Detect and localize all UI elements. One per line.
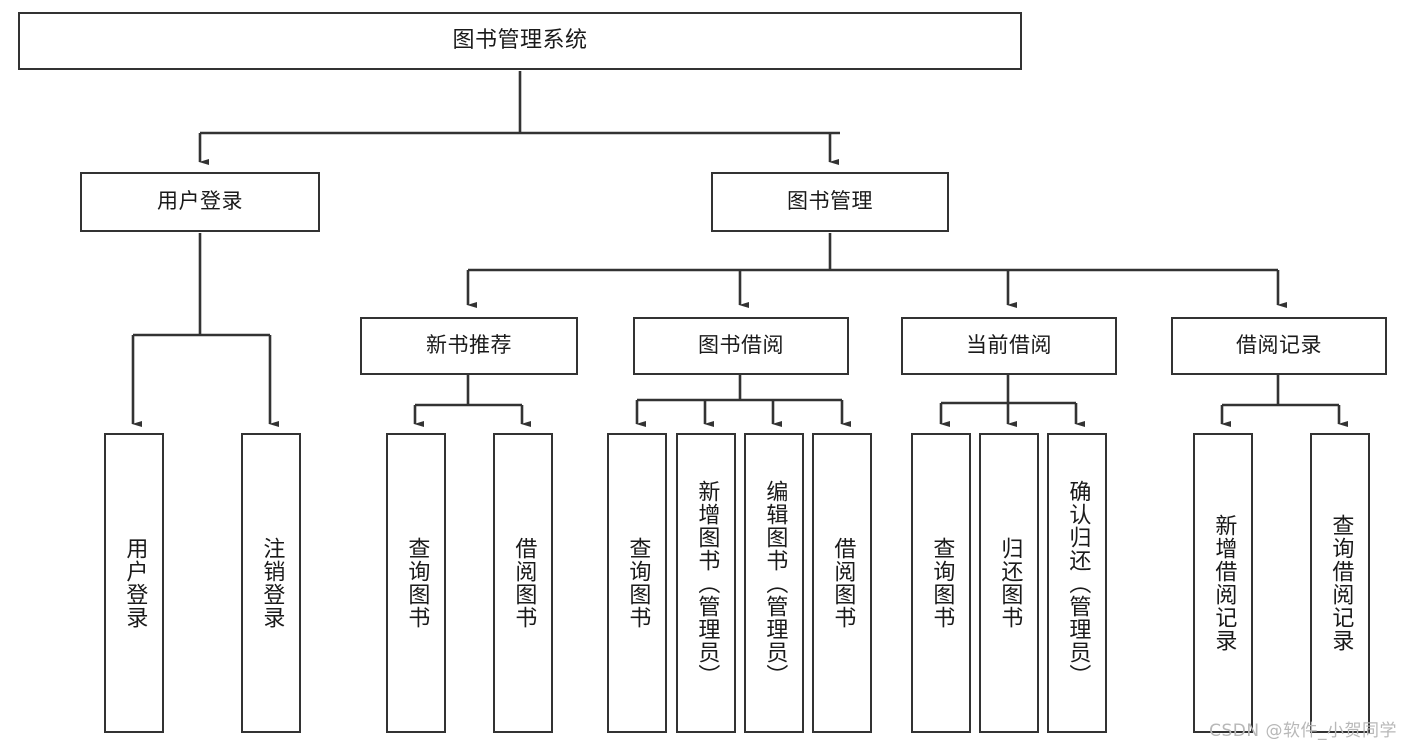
node-label: 查询图书 [404, 537, 430, 629]
node-label: 图书借阅 [698, 333, 784, 358]
node-label: 注销登录 [259, 537, 285, 629]
node-label: 查询图书 [929, 537, 955, 629]
node-label: 新增图书（管理员） [694, 479, 720, 687]
leaf-return-book[interactable]: 归还图书 [979, 433, 1039, 733]
node-label: 借阅记录 [1236, 333, 1322, 358]
node-book-management[interactable]: 图书管理 [711, 172, 949, 232]
node-label: 当前借阅 [966, 333, 1052, 358]
leaf-logout-login[interactable]: 注销登录 [241, 433, 301, 733]
node-label: 查询借阅记录 [1328, 514, 1354, 652]
node-borrow-record[interactable]: 借阅记录 [1171, 317, 1387, 375]
node-label: 图书管理 [787, 189, 873, 214]
node-user-login[interactable]: 用户登录 [80, 172, 320, 232]
node-label: 新书推荐 [426, 333, 512, 358]
node-label: 编辑图书（管理员） [762, 479, 788, 687]
leaf-confirm-return-admin[interactable]: 确认归还（管理员） [1047, 433, 1107, 733]
node-label: 用户登录 [122, 537, 148, 629]
node-new-book-recommend[interactable]: 新书推荐 [360, 317, 578, 375]
node-label: 借阅图书 [830, 537, 856, 629]
leaf-query-book-borrow[interactable]: 查询图书 [607, 433, 667, 733]
node-label: 确认归还（管理员） [1065, 479, 1091, 687]
leaf-query-book-current[interactable]: 查询图书 [911, 433, 971, 733]
leaf-edit-book-admin[interactable]: 编辑图书（管理员） [744, 433, 804, 733]
node-label: 新增借阅记录 [1211, 514, 1237, 652]
node-book-borrow[interactable]: 图书借阅 [633, 317, 849, 375]
leaf-query-borrow-record[interactable]: 查询借阅记录 [1310, 433, 1370, 733]
leaf-borrow-book-recommend[interactable]: 借阅图书 [493, 433, 553, 733]
node-label: 用户登录 [157, 189, 243, 214]
node-root-book-management-system[interactable]: 图书管理系统 [18, 12, 1022, 70]
leaf-query-book-recommend[interactable]: 查询图书 [386, 433, 446, 733]
leaf-add-borrow-record[interactable]: 新增借阅记录 [1193, 433, 1253, 733]
node-label: 借阅图书 [511, 537, 537, 629]
watermark-text: CSDN @软件_小贺同学 [1209, 721, 1397, 741]
leaf-borrow-book[interactable]: 借阅图书 [812, 433, 872, 733]
node-label: 查询图书 [625, 537, 651, 629]
node-label: 图书管理系统 [452, 27, 588, 53]
leaf-add-book-admin[interactable]: 新增图书（管理员） [676, 433, 736, 733]
node-label: 归还图书 [997, 537, 1023, 629]
leaf-user-login[interactable]: 用户登录 [104, 433, 164, 733]
node-current-borrow[interactable]: 当前借阅 [901, 317, 1117, 375]
